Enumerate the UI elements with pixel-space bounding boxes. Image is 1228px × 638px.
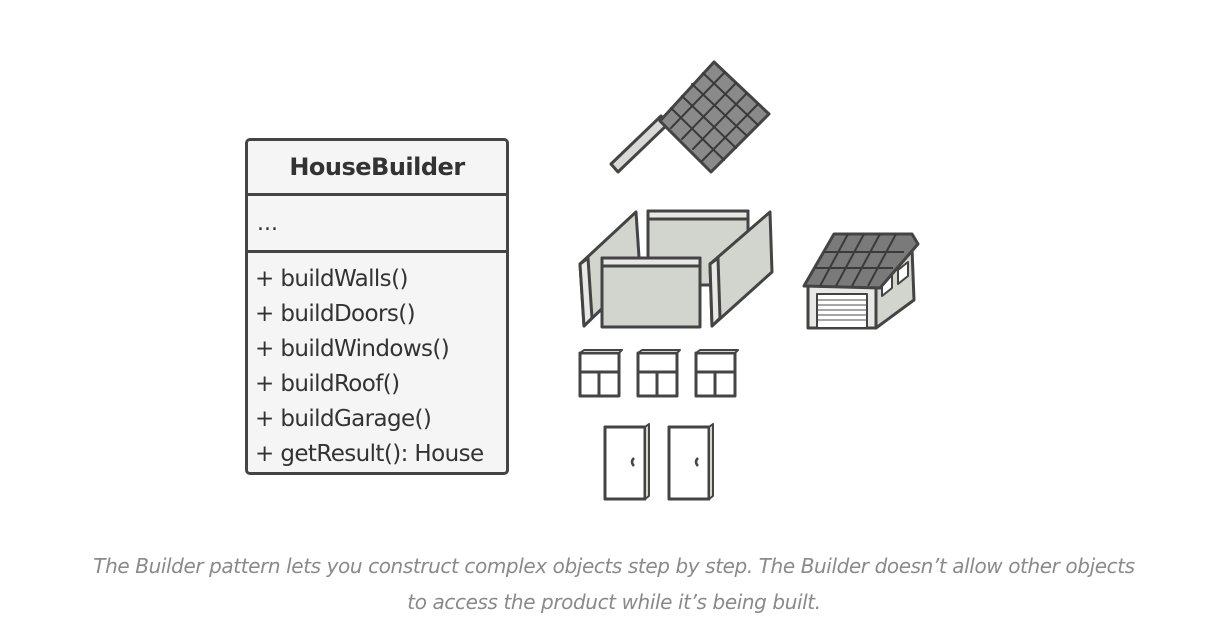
house-builder-class-box: HouseBuilder ... + buildWalls() + buildD…	[245, 138, 509, 475]
garage-icon	[802, 232, 920, 330]
method-build-windows: + buildWindows()	[255, 336, 450, 362]
caption-line-2: to access the product while it’s being b…	[407, 590, 821, 614]
door-icon	[667, 423, 714, 501]
caption-line-1: The Builder pattern lets you construct c…	[93, 554, 1135, 578]
method-get-result: + getResult(): House	[255, 441, 484, 467]
window-icon	[578, 349, 623, 398]
door-icon	[603, 423, 650, 501]
class-methods: + buildWalls() + buildDoors() + buildWin…	[248, 253, 506, 472]
class-fields: ...	[248, 196, 506, 253]
window-icon	[636, 349, 681, 398]
roof-icon	[609, 60, 771, 174]
window-icon	[694, 349, 739, 398]
method-build-doors: + buildDoors()	[255, 301, 416, 327]
figure-caption: The Builder pattern lets you construct c…	[0, 548, 1228, 620]
house-parts-illustration	[578, 60, 920, 501]
method-build-walls: + buildWalls()	[255, 266, 408, 292]
diagram-scene: HouseBuilder ... + buildWalls() + buildD…	[245, 60, 920, 501]
class-name: HouseBuilder	[248, 141, 506, 196]
method-build-garage: + buildGarage()	[255, 406, 432, 432]
method-build-roof: + buildRoof()	[255, 371, 400, 397]
walls-icon	[578, 209, 774, 329]
